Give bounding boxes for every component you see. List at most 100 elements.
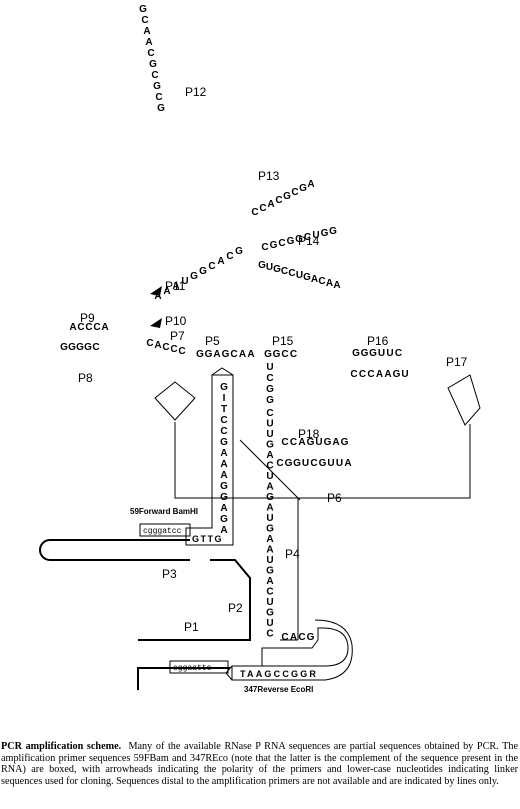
p6-diagonal: [239, 439, 301, 501]
forward-primer-nucleotide: G: [220, 481, 228, 492]
p4-nucleotide: U: [266, 618, 273, 629]
p14-nucleotide: C: [261, 242, 268, 253]
p4-nucleotide: A: [266, 482, 273, 493]
forward-primer-nucleotide: A: [220, 448, 227, 459]
p16-nucleotide: C: [350, 369, 357, 380]
p12-nucleotide: C: [141, 15, 148, 26]
p1-return-line: [137, 667, 230, 690]
p16-nucleotide: C: [367, 369, 374, 380]
junction-nucleotide: G: [190, 271, 198, 282]
label-p2: P2: [228, 601, 243, 615]
p4-tail-nucleotide: C: [298, 632, 305, 643]
label-p11: P11: [165, 279, 186, 293]
junction-nucleotide: G: [235, 246, 243, 257]
p7-nucleotide: C: [146, 338, 153, 349]
p15-nucleotide: G: [266, 384, 274, 395]
reverse-primer-seq: TAAGCCGGR: [240, 669, 318, 679]
p12-nucleotide: C: [151, 70, 158, 81]
p14-nucleotide: G: [295, 234, 303, 245]
junction-nucleotide: C: [226, 251, 233, 262]
junction-nucleotide: A: [217, 256, 224, 267]
figure-caption: PCR amplification scheme. Many of the av…: [1, 741, 518, 787]
p14-nucleotide: G: [273, 264, 281, 275]
p4-nucleotide: A: [266, 576, 273, 587]
p7-nucleotide: A: [154, 340, 161, 351]
p9-nucleotide: C: [93, 322, 100, 333]
label-p4: P4: [285, 547, 300, 561]
rnase-p-secondary-structure: P12 P13 P14 P11 P10 P9 P7 P5 P15 P16 P17…: [39, 4, 481, 694]
p5-nucleotide: G: [205, 349, 213, 360]
p4-nucleotide: U: [266, 597, 273, 608]
p7-nucleotide: C: [162, 342, 169, 353]
p4-tail-nucleotide: C: [281, 632, 288, 643]
p7-distal-box: [154, 381, 196, 421]
p14-nucleotide: U: [296, 270, 303, 281]
p4-nucleotide: A: [266, 450, 273, 461]
p1-p2-line: [138, 559, 251, 641]
polarity-marks: [150, 286, 162, 328]
p18-nucleotide: A: [344, 458, 351, 469]
p18-nucleotide: C: [276, 458, 283, 469]
junction-nucleotide: C: [208, 261, 215, 272]
junction-nucleotide: A: [163, 286, 170, 297]
forward-linker-box: [139, 523, 191, 537]
p13-nucleotide: C: [275, 195, 282, 206]
p16-nucleotide: C: [395, 348, 402, 359]
p18-nucleotide: U: [302, 458, 309, 469]
label-p10: P10: [165, 314, 187, 328]
p14-nucleotide: G: [287, 236, 295, 247]
p13-nucleotide: A: [267, 199, 274, 210]
p14-nucleotide: G: [321, 228, 329, 239]
caption-title: PCR amplification scheme.: [1, 741, 122, 752]
p14-nucleotide: G: [329, 226, 337, 237]
forward-primer-box: [139, 367, 234, 546]
p15-nucleotide: U: [266, 362, 273, 373]
distal-lines: [39, 539, 251, 690]
label-p15: P15: [272, 334, 294, 348]
label-p5: P5: [205, 334, 220, 348]
forward-primer-nucleotide: C: [220, 426, 227, 437]
label-p16: P16: [367, 334, 389, 348]
p3-loop-line: [39, 539, 190, 561]
p18-nucleotide: G: [293, 458, 301, 469]
p14-nucleotide: C: [281, 266, 288, 277]
p18-nucleotide: C: [310, 458, 317, 469]
p16-nucleotide: G: [369, 348, 377, 359]
p5-nucleotide: A: [213, 349, 220, 360]
p16-nucleotide: U: [401, 369, 408, 380]
p8-nucleotide: G: [68, 342, 76, 353]
p4-nucleotide: C: [266, 408, 273, 419]
p12-nucleotide: G: [139, 4, 147, 15]
p4-nucleotide: A: [266, 534, 273, 545]
p14-nucleotide: G: [258, 260, 266, 271]
p16-nucleotide: A: [384, 369, 391, 380]
junction-nucleotide: U: [181, 276, 188, 287]
reverse-primer-name: 347Reverse EcoRI: [244, 685, 313, 694]
p4-nucleotide: C: [266, 587, 273, 598]
p14-nucleotide: A: [326, 278, 333, 289]
label-p3: P3: [162, 567, 177, 581]
p14-nucleotide: C: [288, 268, 295, 279]
p12-nucleotide: A: [145, 37, 152, 48]
p16-nucleotide: U: [378, 348, 385, 359]
label-p8: P8: [78, 371, 93, 385]
label-p18: P18: [298, 427, 320, 441]
p18-nucleotide: A: [332, 437, 339, 448]
p13-nucleotide: C: [251, 207, 258, 218]
p12-nucleotide: G: [157, 103, 165, 114]
forward-primer-nucleotide: G: [220, 514, 228, 525]
p12-nucleotide: A: [143, 26, 150, 37]
label-p13: P13: [258, 169, 280, 183]
p18-nucleotide: G: [307, 437, 315, 448]
p14-nucleotide: U: [266, 262, 273, 273]
forward-primer-nucleotide: A: [220, 525, 227, 536]
p16-nucleotide: G: [361, 348, 369, 359]
p13-nucleotide: A: [307, 179, 314, 190]
p15-nucleotide: C: [281, 349, 288, 360]
p8-nucleotide: G: [84, 342, 92, 353]
junction-nucleotide: A: [172, 281, 179, 292]
p6-line: [174, 422, 471, 499]
p4-nucleotide: G: [266, 524, 274, 535]
p14-nucleotide: C: [318, 276, 325, 287]
